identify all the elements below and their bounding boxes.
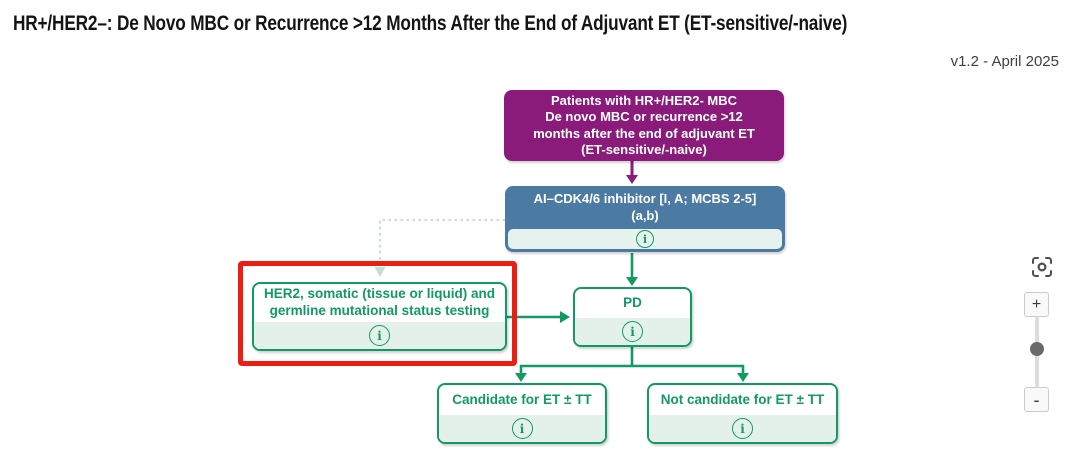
info-icon-glyph: i <box>519 421 525 436</box>
node-patients-line: months after the end of adjuvant ET <box>533 125 755 141</box>
zoom-out-button[interactable]: - <box>1024 387 1049 412</box>
node-pd-label: PD <box>623 295 642 311</box>
info-icon[interactable]: i <box>622 321 643 342</box>
node-candidate-et-tt[interactable]: Candidate for ET ± TT i <box>437 383 607 444</box>
zoom-in-label: + <box>1031 295 1042 313</box>
info-icon[interactable]: i <box>636 230 654 248</box>
node-patients[interactable]: Patients with HR+/HER2- MBC De novo MBC … <box>504 90 784 161</box>
node-patients-line: Patients with HR+/HER2- MBC <box>551 92 737 108</box>
node-ai-cdk46-text: AI–CDK4/6 inhibitor [I, A; MCBS 2-5] (a,… <box>505 186 785 229</box>
node-candidate-text: Candidate for ET ± TT <box>439 385 605 415</box>
node-her2-testing[interactable]: HER2, somatic (tissue or liquid) and ger… <box>252 282 507 351</box>
info-icon-glyph: i <box>377 328 382 343</box>
node-her2-testing-text: HER2, somatic (tissue or liquid) and ger… <box>254 284 505 322</box>
node-ai-cdk46[interactable]: AI–CDK4/6 inhibitor [I, A; MCBS 2-5] (a,… <box>505 186 785 252</box>
zoom-in-button[interactable]: + <box>1024 292 1049 317</box>
node-not-candidate-label: Not candidate for ET ± TT <box>660 391 825 407</box>
node-her2-testing-footer: i <box>254 322 505 349</box>
node-pd-footer: i <box>575 318 690 345</box>
node-not-candidate-footer: i <box>649 415 836 442</box>
version-label: v1.2 - April 2025 <box>950 53 1059 70</box>
node-her2-testing-line: HER2, somatic (tissue or liquid) and <box>263 286 496 302</box>
arrow-ai-to-pd <box>626 253 638 286</box>
arrow-patients-to-ai <box>626 161 638 184</box>
arrow-pd-split <box>515 347 749 382</box>
info-icon[interactable]: i <box>511 418 533 439</box>
page-title: HR+/HER2–: De Novo MBC or Recurrence >12… <box>13 12 848 35</box>
node-patients-line: (ET-sensitive/-naive) <box>581 141 707 157</box>
node-candidate-footer: i <box>439 415 605 442</box>
node-her2-testing-line: germline mutational status testing <box>269 303 490 318</box>
node-candidate-label: Candidate for ET ± TT <box>452 391 592 407</box>
info-icon-glyph: i <box>642 232 648 246</box>
info-icon[interactable]: i <box>369 325 390 346</box>
zoom-out-label: - <box>1033 389 1040 410</box>
node-pd-text: PD <box>575 289 690 318</box>
center-focus-icon <box>1032 257 1052 277</box>
node-pd[interactable]: PD i <box>573 287 692 347</box>
node-ai-cdk46-line: (a,b) <box>631 207 659 223</box>
info-icon[interactable]: i <box>732 418 753 439</box>
node-patients-line: De novo MBC or recurrence >12 <box>545 109 743 125</box>
node-ai-cdk46-footer: i <box>508 229 782 249</box>
node-not-candidate-text: Not candidate for ET ± TT <box>649 385 836 415</box>
node-ai-cdk46-line: AI–CDK4/6 inhibitor [I, A; MCBS 2-5] <box>533 191 757 207</box>
info-icon-glyph: i <box>630 324 635 339</box>
highlight-rectangle <box>238 261 517 366</box>
center-focus-button[interactable] <box>1030 255 1054 279</box>
node-not-candidate-et-tt[interactable]: Not candidate for ET ± TT i <box>647 383 838 444</box>
info-icon-glyph: i <box>740 421 745 436</box>
zoom-slider-thumb[interactable] <box>1030 342 1044 356</box>
